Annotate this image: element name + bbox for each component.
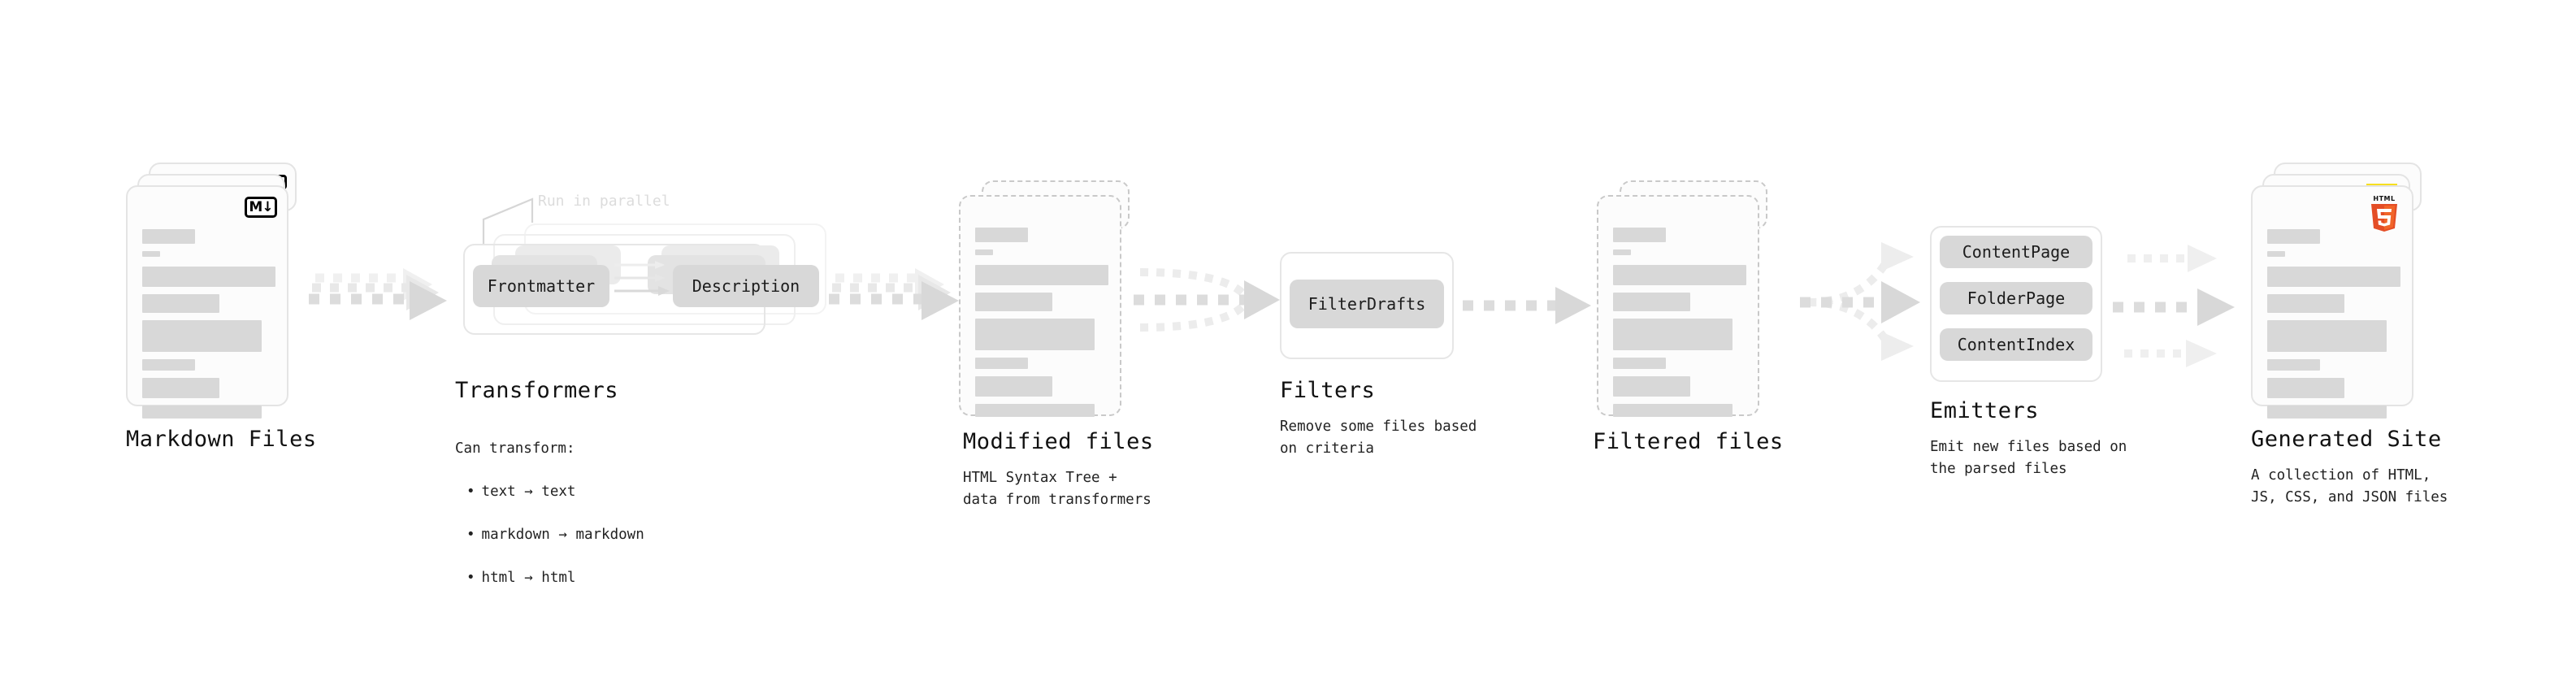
connector-emitters-to-site: [2113, 245, 2235, 367]
content-bar: [2267, 359, 2320, 371]
file-content-placeholder: [142, 229, 275, 426]
file-content-placeholder: [1613, 228, 1746, 424]
connector-transformers-to-modified: [829, 268, 959, 320]
caption-transformers: Transformers: [455, 378, 619, 403]
stage-filtered-files: [1597, 180, 1767, 424]
content-bar: [2267, 320, 2387, 352]
content-bar: [975, 228, 1028, 242]
content-bar: [142, 251, 160, 257]
content-bar: [2267, 378, 2344, 398]
file-card-front: [959, 195, 1121, 417]
content-bar: [1613, 293, 1690, 311]
html5-icon: HTML: [2371, 195, 2397, 232]
stage-transformers: Run in parallel Frontmatter Description: [455, 193, 829, 358]
caption-filters: Filters: [1280, 378, 1376, 403]
content-bar: [1613, 376, 1690, 397]
arrow-main: [309, 281, 447, 320]
content-bar: [975, 319, 1095, 350]
subtitle-item: markdown → markdown: [455, 524, 644, 546]
markdown-icon: M↓: [245, 197, 277, 218]
connector-modified-to-filters: [1134, 268, 1280, 332]
filters-group-box: [1280, 252, 1454, 359]
content-bar: [2267, 251, 2285, 257]
content-bar: [1613, 249, 1631, 255]
content-bar: [2267, 406, 2387, 419]
file-content-placeholder: [2267, 229, 2400, 426]
content-bar: [975, 376, 1052, 397]
content-bar: [975, 249, 993, 255]
content-bar: [2267, 294, 2344, 313]
svg-text:HTML: HTML: [2373, 195, 2395, 202]
content-bar: [1613, 358, 1666, 369]
emitter-chip-folderpage[interactable]: FolderPage: [1940, 282, 2092, 314]
caption-modified-files: Modified files: [963, 429, 1154, 454]
emitters-group-box: [1930, 226, 2102, 382]
transformer-chip-description[interactable]: Description: [673, 265, 819, 307]
content-bar: [1613, 404, 1733, 417]
subtitle-item: text → text: [455, 481, 644, 503]
generated-site-stack: CSS HTML: [2251, 163, 2422, 419]
content-bar: [142, 229, 195, 244]
connector-markdown-to-transformers: [309, 268, 447, 320]
content-bar: [142, 294, 219, 313]
stage-modified-files: [959, 180, 1130, 424]
content-bar: [142, 359, 195, 371]
content-bar: [1613, 319, 1733, 350]
subtitle-lead: Can transform:: [455, 440, 575, 457]
content-bar: [975, 404, 1095, 417]
subtitle-transformers: Can transform: text → text markdown → ma…: [455, 416, 644, 610]
arrow-top: [2127, 245, 2217, 272]
connector-filtered-to-emitters: [1800, 242, 1920, 361]
subtitle-filters: Remove some files based on criteria: [1280, 419, 1477, 457]
caption-emitters: Emitters: [1930, 398, 2040, 423]
subtitle-modified-files: HTML Syntax Tree + data from transformer…: [963, 470, 1151, 508]
emitter-chip-contentindex[interactable]: ContentIndex: [1940, 328, 2092, 361]
emitter-chip-contentpage[interactable]: ContentPage: [1940, 236, 2092, 268]
transformer-chip-frontmatter[interactable]: Frontmatter: [473, 265, 609, 307]
file-card-front: [1597, 195, 1759, 417]
file-content-placeholder: [975, 228, 1108, 424]
arrow-main: [829, 281, 959, 320]
content-bar: [1613, 228, 1666, 242]
file-card-front: M↓: [126, 185, 288, 419]
arrow-middle: [2113, 288, 2235, 326]
content-bar: [2267, 229, 2320, 244]
run-in-parallel-label: Run in parallel: [538, 193, 670, 210]
stage-generated-site: CSS HTML: [2251, 163, 2422, 419]
filter-chip-filterdrafts[interactable]: FilterDrafts: [1290, 280, 1444, 328]
arrow-bottom: [2124, 340, 2217, 367]
file-card-front: HTML: [2251, 185, 2413, 419]
content-bar: [142, 267, 275, 287]
markdown-file-stack: M↓ M↓ M↓: [126, 163, 297, 419]
transformer-inner-arrows: [614, 261, 670, 296]
content-bar: [975, 265, 1108, 285]
run-in-parallel-bracket: [482, 197, 534, 245]
caption-generated-site: Generated Site: [2251, 427, 2442, 452]
content-bar: [142, 378, 219, 398]
subtitle-emitters: Emit new files based on the parsed files: [1930, 439, 2127, 477]
filtered-file-stack: [1597, 180, 1767, 424]
connector-filters-to-filtered: [1463, 287, 1591, 324]
caption-markdown-files: Markdown Files: [126, 427, 317, 452]
subtitle-generated-site: A collection of HTML, JS, CSS, and JSON …: [2251, 467, 2448, 505]
stage-markdown-files: M↓ M↓ M↓: [126, 163, 297, 419]
content-bar: [2267, 267, 2400, 287]
content-bar: [975, 293, 1052, 311]
content-bar: [142, 320, 262, 352]
content-bar: [142, 406, 262, 419]
modified-file-stack: [959, 180, 1130, 424]
content-bar: [1613, 265, 1746, 285]
subtitle-item: html → html: [455, 567, 644, 589]
content-bar: [975, 358, 1028, 369]
caption-filtered-files: Filtered files: [1593, 429, 1784, 454]
